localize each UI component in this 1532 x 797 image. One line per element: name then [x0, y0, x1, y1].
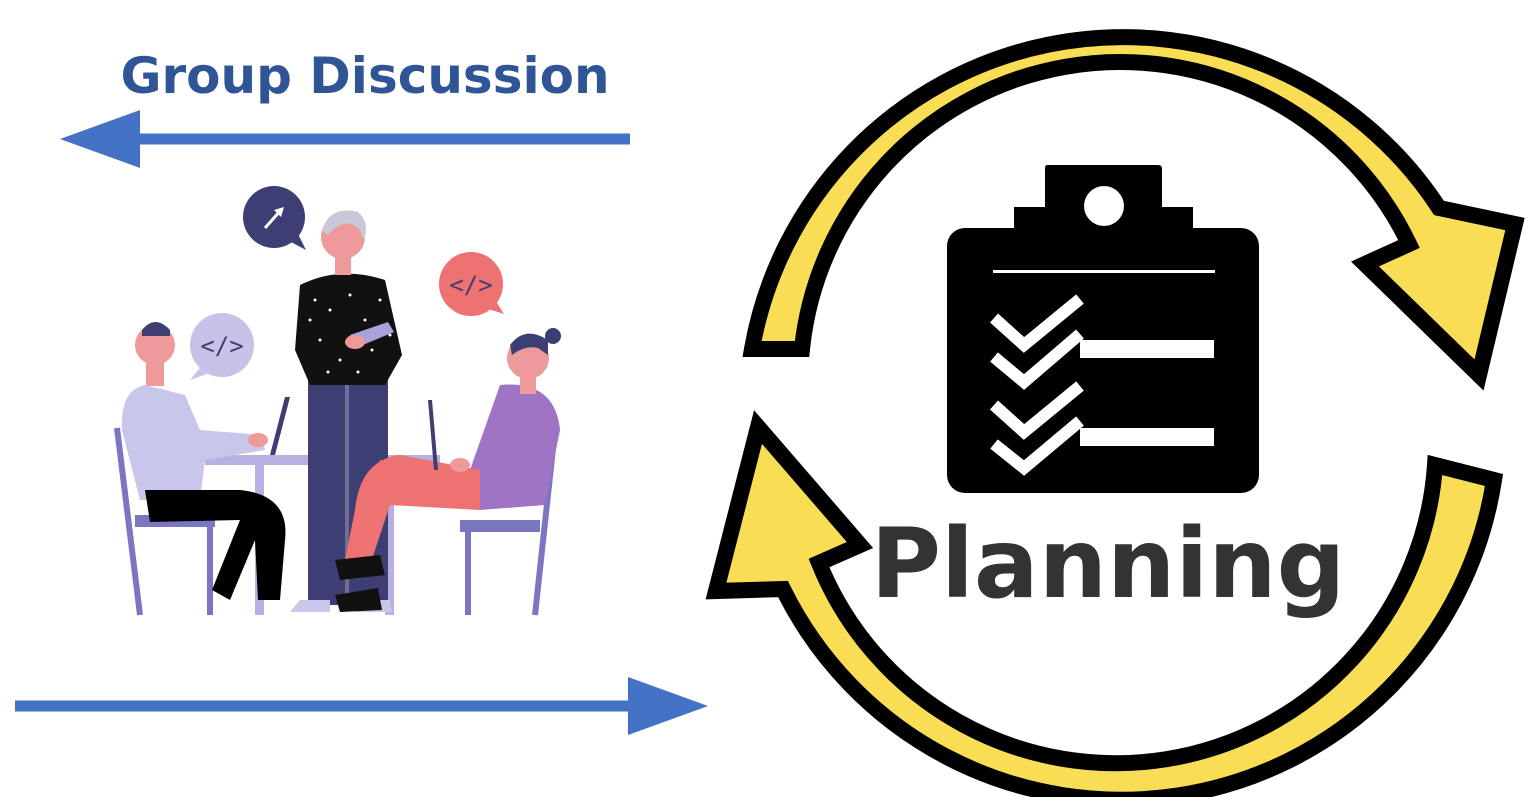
- diagram-title: Group Discussion: [120, 47, 609, 105]
- code-bubble-icon: </>: [439, 252, 504, 316]
- cycle-arrow-top: [742, 29, 1525, 391]
- cycle-arrow-bottom: [705, 410, 1504, 797]
- clipboard-checklist-icon: [947, 165, 1259, 493]
- svg-text:</>: </>: [449, 271, 492, 299]
- team-meeting-illustration: </> </>: [114, 186, 561, 616]
- growth-arrow-bubble-icon: [243, 186, 306, 250]
- arrow-left-top: [60, 110, 630, 168]
- code-bubble-icon: </>: [190, 313, 254, 380]
- planning-label: Planning: [871, 508, 1346, 620]
- arrow-right-bottom: [15, 677, 708, 735]
- svg-text:</>: </>: [200, 332, 243, 360]
